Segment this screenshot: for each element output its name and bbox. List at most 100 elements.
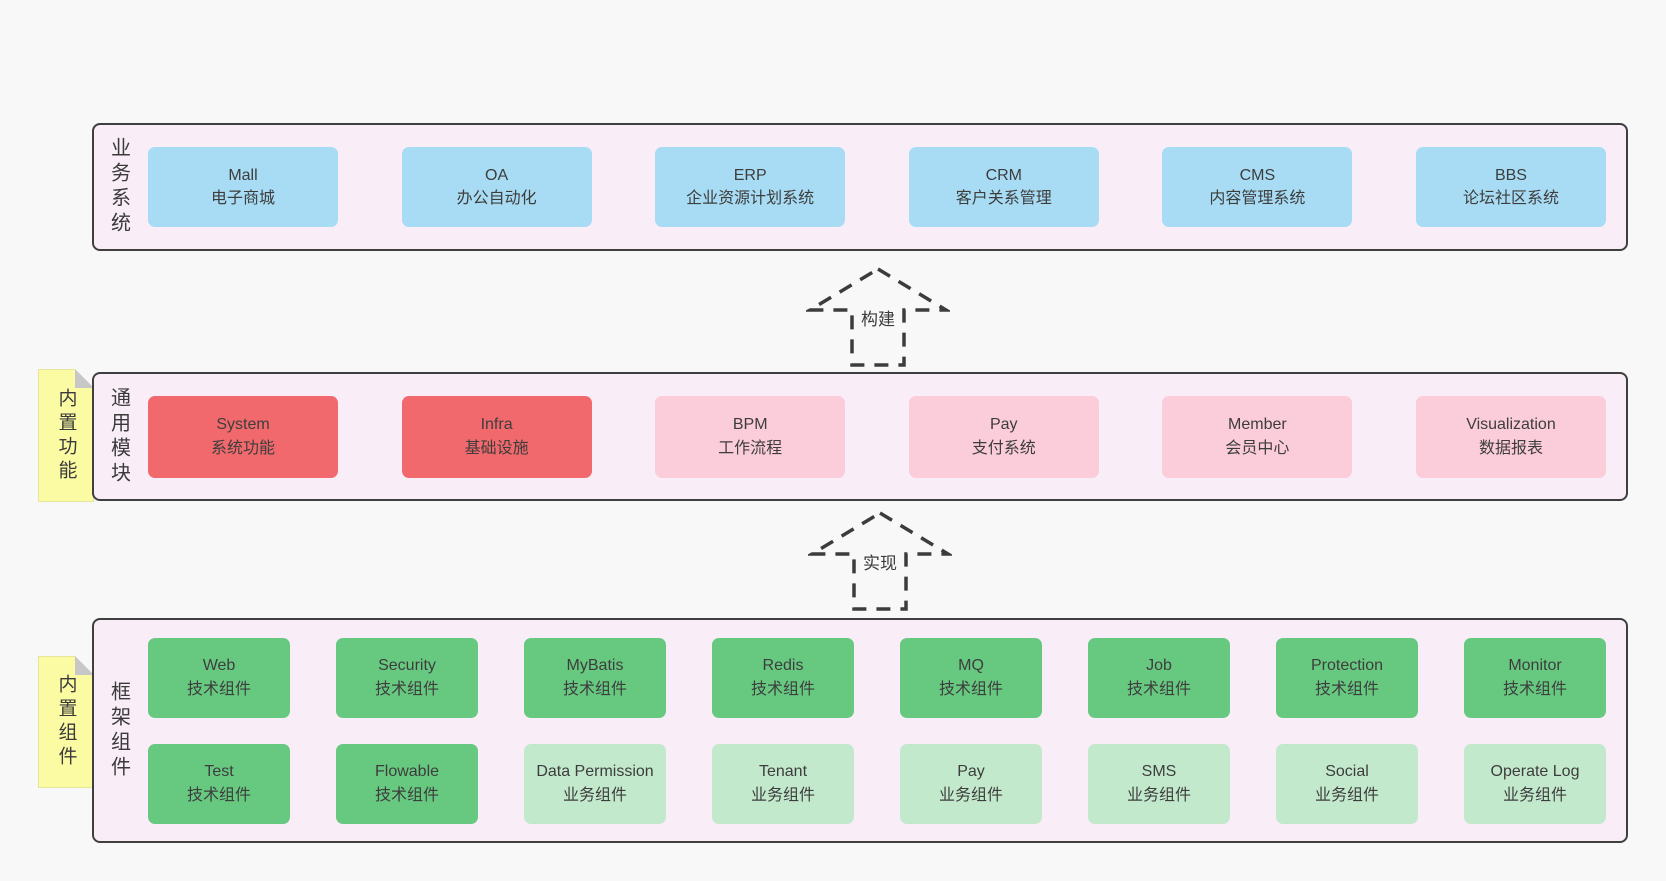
box-test-zh: 技术组件 [186,786,251,804]
box-flowable-zh: 技术组件 [374,786,439,804]
layer-common-modules-label: 通用模块 [107,386,130,487]
box-infra-en: Infra [480,416,513,434]
box-pay-module: Pay 支付系统 [908,395,1099,478]
box-test: Test 技术组件 [148,743,290,824]
framework-row-1: Web 技术组件 Security 技术组件 MyBatis 技术组件 Redi… [148,637,1606,718]
sticky-note-builtin-components: 内置组件 [38,656,94,788]
box-system: System 系统功能 [148,395,338,478]
sticky-note-builtin-components-text: 内置组件 [55,674,77,770]
box-tenant-zh: 业务组件 [750,786,815,804]
box-data-permission: Data Permission 业务组件 [524,743,666,824]
business-boxes-row: Mall 电子商城 OA 办公自动化 ERP 企业资源计划系统 CRM 客户关系… [144,125,1626,249]
box-flowable: Flowable 技术组件 [336,743,478,824]
box-cms-en: CMS [1239,166,1276,184]
box-erp-zh: 企业资源计划系统 [686,190,815,207]
box-mybatis-zh: 技术组件 [562,680,627,698]
box-system-en: System [216,416,270,434]
box-sms: SMS 业务组件 [1088,743,1230,824]
box-pay-module-en: Pay [989,416,1018,434]
box-mybatis: MyBatis 技术组件 [524,637,666,718]
box-member-zh: 会员中心 [1225,439,1290,457]
box-crm-en: CRM [985,166,1022,184]
box-mall-zh: 电子商城 [210,190,275,207]
box-pay-module-zh: 支付系统 [971,439,1036,457]
box-bbs-en: BBS [1494,166,1527,184]
box-bpm-en: BPM [732,416,768,434]
box-operate-log: Operate Log 业务组件 [1464,743,1606,824]
common-modules-row: System 系统功能 Infra 基础设施 BPM 工作流程 Pay 支付系统… [144,374,1626,499]
box-bbs: BBS 论坛社区系统 [1415,147,1606,227]
box-mq-zh: 技术组件 [938,680,1003,698]
arrow-implement-label: 实现 [858,548,902,575]
box-mq: MQ 技术组件 [900,637,1042,718]
box-crm-zh: 客户关系管理 [955,190,1052,207]
box-data-permission-en: Data Permission [536,763,654,781]
box-monitor-zh: 技术组件 [1502,680,1567,698]
box-cms: CMS 内容管理系统 [1162,147,1353,227]
box-visualization-en: Visualization [1466,416,1556,434]
box-web-zh: 技术组件 [186,680,251,698]
box-pay-component-zh: 业务组件 [938,786,1003,804]
box-monitor-en: Monitor [1508,657,1562,675]
box-crm: CRM 客户关系管理 [908,147,1099,227]
box-mq-en: MQ [958,657,984,675]
box-protection-zh: 技术组件 [1314,680,1379,698]
box-sms-en: SMS [1141,763,1177,781]
box-mall-en: Mall [228,166,258,184]
box-member: Member 会员中心 [1162,395,1353,478]
layer-business-systems-label: 业务系统 [107,137,130,237]
box-mall: Mall 电子商城 [148,147,338,227]
box-bpm-zh: 工作流程 [718,439,783,457]
box-test-en: Test [204,763,234,781]
box-bbs-zh: 论坛社区系统 [1462,190,1559,207]
box-job-en: Job [1146,657,1172,675]
arrow-up-dashed-icon [808,510,952,611]
box-operate-log-zh: 业务组件 [1502,786,1567,804]
box-social-zh: 业务组件 [1314,786,1379,804]
box-security-zh: 技术组件 [374,680,439,698]
box-oa: OA 办公自动化 [401,147,592,227]
box-mybatis-en: MyBatis [566,657,624,675]
framework-boxes-grid: Web 技术组件 Security 技术组件 MyBatis 技术组件 Redi… [144,620,1626,841]
layer-framework-components: 框架组件 Web 技术组件 Security 技术组件 MyBatis 技术组件… [92,618,1628,843]
box-infra: Infra 基础设施 [401,395,592,478]
sticky-note-builtin-functions-text: 内置功能 [55,387,77,484]
layer-framework-components-label: 框架组件 [107,680,130,781]
box-tenant-en: Tenant [758,763,808,781]
box-system-zh: 系统功能 [210,439,275,457]
box-job-zh: 技术组件 [1126,680,1191,698]
sticky-note-builtin-functions: 内置功能 [38,369,94,502]
box-social: Social 业务组件 [1276,743,1418,824]
box-web-en: Web [202,657,236,675]
box-sms-zh: 业务组件 [1126,786,1191,804]
box-protection: Protection 技术组件 [1276,637,1418,718]
box-erp-en: ERP [733,166,767,184]
box-infra-zh: 基础设施 [464,439,529,457]
box-redis: Redis 技术组件 [712,637,854,718]
box-protection-en: Protection [1310,657,1384,675]
arrow-build: 构建 [806,266,950,368]
box-pay-component: Pay 业务组件 [900,743,1042,824]
box-data-permission-zh: 业务组件 [562,786,627,804]
framework-row-2: Test 技术组件 Flowable 技术组件 Data Permission … [148,743,1606,824]
box-operate-log-en: Operate Log [1490,763,1580,781]
box-tenant: Tenant 业务组件 [712,743,854,824]
box-oa-zh: 办公自动化 [456,190,537,207]
box-pay-component-en: Pay [957,763,985,781]
box-web: Web 技术组件 [148,637,290,718]
box-monitor: Monitor 技术组件 [1464,637,1606,718]
layer-business-systems: 业务系统 Mall 电子商城 OA 办公自动化 ERP 企业资源计划系统 CRM… [92,123,1628,251]
box-redis-zh: 技术组件 [750,680,815,698]
box-security-en: Security [378,657,436,675]
arrow-implement: 实现 [808,510,952,612]
arrow-build-label: 构建 [856,304,900,331]
box-erp: ERP 企业资源计划系统 [655,147,846,227]
box-oa-en: OA [485,166,509,184]
box-security: Security 技术组件 [336,637,478,718]
box-visualization-zh: 数据报表 [1478,439,1543,457]
arrow-up-dashed-icon [806,266,950,367]
box-job: Job 技术组件 [1088,637,1230,718]
box-cms-zh: 内容管理系统 [1209,190,1306,207]
box-social-en: Social [1325,763,1369,781]
